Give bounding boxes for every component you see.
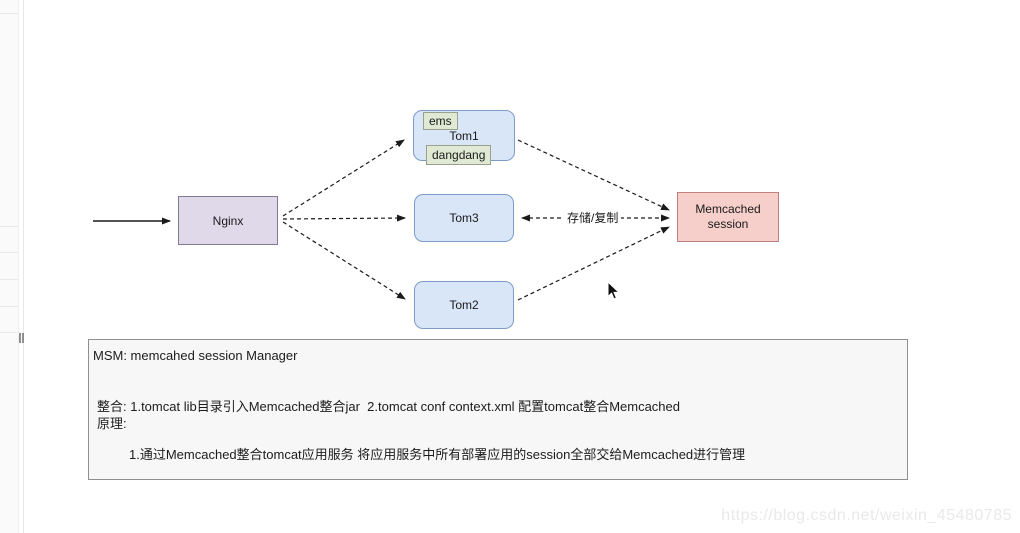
sidebar-row-divider — [0, 13, 18, 14]
left-sidebar — [0, 0, 19, 533]
tom1-label: Tom1 — [449, 129, 479, 143]
storage-replication-edge-label: 存储/复制 — [564, 209, 622, 226]
tom2-node[interactable]: Tom2 — [414, 281, 514, 329]
notes-panel[interactable]: MSM: memcahed session Manager 整合: 1.tomc… — [88, 339, 908, 480]
ems-tag[interactable]: ems — [423, 112, 458, 130]
dangdang-tag[interactable]: dangdang — [426, 145, 492, 165]
tom3-node[interactable]: Tom3 — [414, 194, 514, 242]
tom2-label: Tom2 — [449, 298, 479, 312]
tom3-label: Tom3 — [449, 211, 479, 225]
memcached-session-node[interactable]: Memcached session — [677, 192, 779, 242]
resize-grip-icon[interactable] — [18, 333, 25, 343]
mouse-cursor-icon — [607, 281, 620, 300]
nginx-label: Nginx — [212, 213, 244, 228]
watermark-url: https://blog.csdn.net/weixin_45480785 — [721, 507, 1012, 524]
nginx-node[interactable]: Nginx — [178, 196, 278, 245]
sidebar-row-divider — [0, 252, 18, 253]
notes-integration-line: 整合: 1.tomcat lib目录引入Memcached整合jar 2.tom… — [97, 399, 681, 414]
notes-title: MSM: memcahed session Manager — [93, 348, 298, 363]
memcached-session-label: Memcached session — [695, 202, 761, 231]
sidebar-row-divider — [0, 332, 18, 333]
sidebar-row-divider — [0, 226, 18, 227]
sidebar-row-divider — [0, 306, 18, 307]
notes-principle-detail: 1.通过Memcached整合tomcat应用服务 将应用服务中所有部署应用的s… — [129, 447, 746, 462]
sidebar-row-divider — [0, 279, 18, 280]
panel-divider — [23, 0, 24, 533]
notes-principle-heading: 原理: — [97, 416, 127, 431]
